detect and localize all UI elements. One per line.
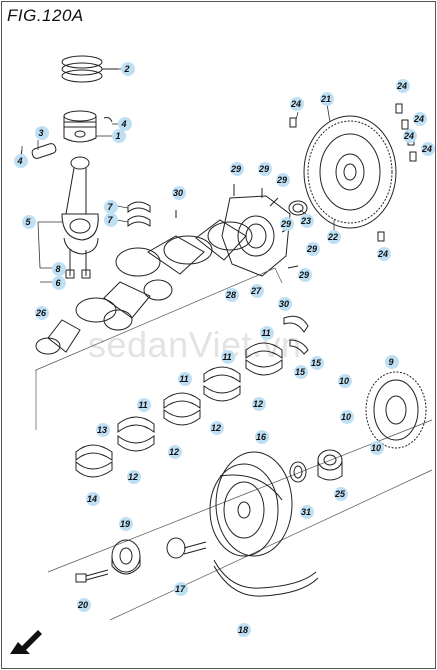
callout-12-a[interactable]: 12 [127,470,141,484]
piston-rings [61,55,118,83]
callout-24-f[interactable]: 24 [377,247,391,261]
callout-29-b[interactable]: 29 [258,162,272,176]
callout-5[interactable]: 5 [22,215,36,229]
callout-12-b[interactable]: 12 [168,445,182,459]
callout-14[interactable]: 14 [86,492,100,506]
flywheel [303,115,397,229]
callout-1[interactable]: 1 [112,129,126,143]
piston [63,110,97,143]
callout-4-left[interactable]: 4 [14,154,28,168]
callout-10-b[interactable]: 10 [340,410,354,424]
callout-6[interactable]: 6 [52,276,66,290]
callout-16[interactable]: 16 [255,430,269,444]
callout-10-c[interactable]: 10 [370,441,384,455]
callout-13[interactable]: 13 [96,423,110,437]
bolt-20 [75,569,109,583]
forward-arrow-icon [10,630,42,654]
callout-12-c[interactable]: 12 [210,421,224,435]
callout-29-a[interactable]: 29 [230,162,244,176]
crankshaft [35,219,253,355]
callout-30-bottom[interactable]: 30 [278,297,292,311]
rod-bolts [65,250,91,279]
callout-24-b[interactable]: 24 [290,97,304,111]
drive-belt [213,559,319,597]
callout-22[interactable]: 22 [327,230,341,244]
callout-15-a[interactable]: 15 [294,365,308,379]
callout-4-right[interactable]: 4 [118,117,132,131]
callout-24-a[interactable]: 24 [396,79,410,93]
callout-7-bottom[interactable]: 7 [104,213,118,227]
housing-bolts [175,184,299,297]
front-seal [289,461,307,483]
pulley-bolt [166,537,207,559]
callout-3[interactable]: 3 [35,126,49,140]
callout-29-e[interactable]: 29 [306,242,320,256]
callout-12-d[interactable]: 12 [252,397,266,411]
callout-10-a[interactable]: 10 [338,374,352,388]
callout-19[interactable]: 19 [119,517,133,531]
damper-pulley [209,451,293,557]
callout-29-f[interactable]: 29 [298,268,312,282]
oil-seal-housing [221,195,291,277]
callout-24-d[interactable]: 24 [403,129,417,143]
callout-24-c[interactable]: 24 [413,112,427,126]
callout-7-top[interactable]: 7 [104,200,118,214]
callout-11-c[interactable]: 11 [178,372,192,386]
signal-rotor [365,371,427,449]
connecting-rod [61,156,99,255]
callout-17[interactable]: 17 [174,582,188,596]
callout-29-c[interactable]: 29 [276,173,290,187]
crank-sprocket [317,449,343,481]
callout-23[interactable]: 23 [300,214,314,228]
callout-21[interactable]: 21 [320,92,334,106]
flywheel-bolts [289,103,417,242]
callout-11-a[interactable]: 11 [260,326,274,340]
oil-seal [288,200,308,216]
reference-lines [35,267,433,621]
callout-25[interactable]: 25 [334,487,348,501]
callout-11-d[interactable]: 11 [137,398,151,412]
callout-2[interactable]: 2 [121,62,135,76]
callout-31[interactable]: 31 [300,505,314,519]
callout-24-e[interactable]: 24 [421,142,435,156]
callout-30-top[interactable]: 30 [172,186,186,200]
callout-27[interactable]: 27 [250,284,264,298]
conrod-bearings [127,201,151,228]
callout-28[interactable]: 28 [225,288,239,302]
callout-8[interactable]: 8 [52,262,66,276]
pulley-washer [111,539,141,575]
figure-title: FIG.120A [7,6,84,25]
callout-26[interactable]: 26 [35,306,49,320]
callout-18[interactable]: 18 [237,623,251,637]
callout-15-b[interactable]: 15 [310,356,324,370]
callout-29-d[interactable]: 29 [280,217,294,231]
callout-11-b[interactable]: 11 [221,350,235,364]
callout-9[interactable]: 9 [385,355,399,369]
main-bearings [75,315,309,478]
callout-20[interactable]: 20 [77,598,91,612]
